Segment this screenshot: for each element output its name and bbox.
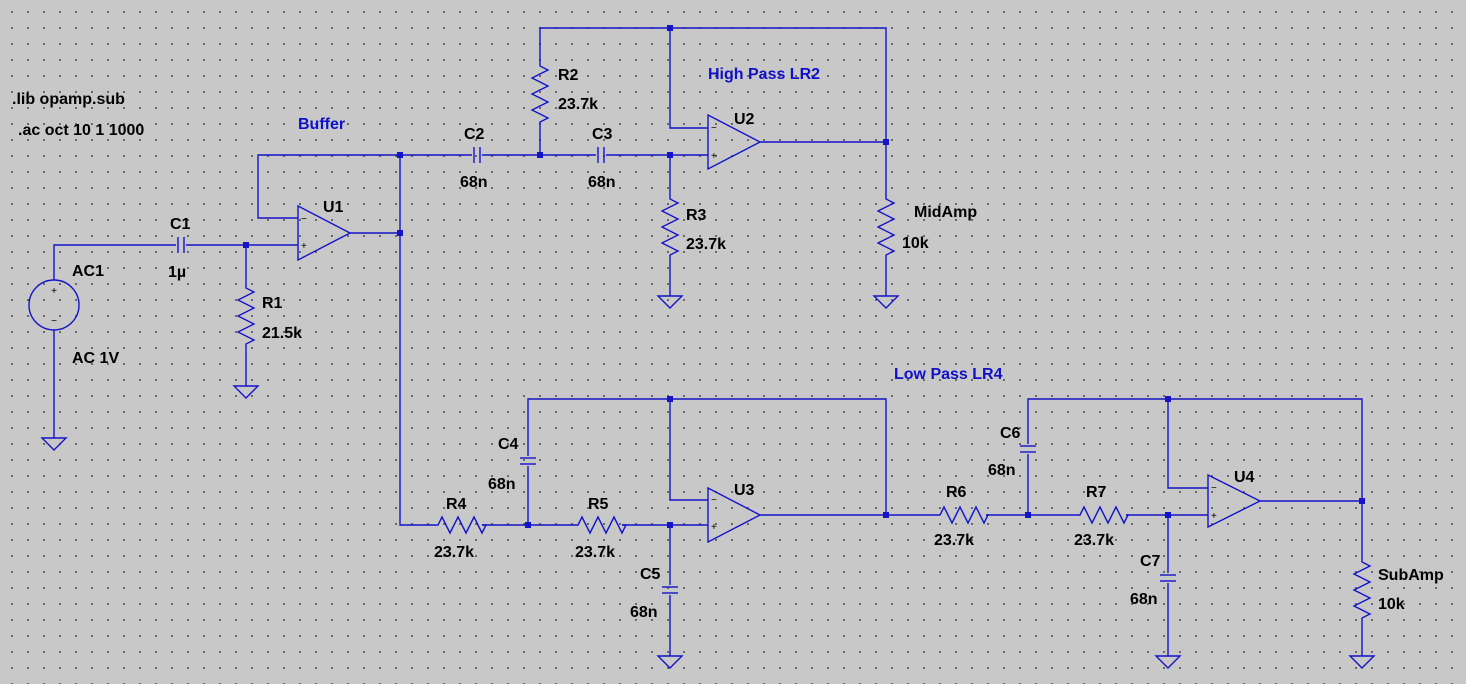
c6-name-label: C6 <box>1000 425 1021 442</box>
voltage-source-ac1[interactable]: + − <box>28 279 80 331</box>
source-plus-symbol: + <box>51 286 57 297</box>
resistor-r4[interactable] <box>432 515 488 535</box>
resistor-r3[interactable] <box>660 193 680 259</box>
opamp-u3[interactable]: − + <box>707 486 762 544</box>
ground-icon <box>872 295 900 309</box>
c3-name-label: C3 <box>592 126 613 143</box>
ground-icon <box>656 655 684 669</box>
u4-plus-symbol: + <box>1211 511 1217 522</box>
resistor-r5[interactable] <box>572 515 628 535</box>
capacitor-c7[interactable] <box>1160 574 1176 582</box>
midamp-value-label: 10k <box>902 235 929 252</box>
r3-value-label: 23.7k <box>686 236 726 253</box>
wires <box>53 27 1363 656</box>
ac1-value-label: AC 1V <box>72 350 119 367</box>
u3-name-label: U3 <box>734 482 755 499</box>
junctions <box>243 25 1365 528</box>
r4-name-label: R4 <box>446 496 467 513</box>
c3-value-label: 68n <box>588 174 616 191</box>
c6-value-label: 68n <box>988 462 1016 479</box>
opamp-u4[interactable]: − + <box>1207 473 1262 529</box>
ground-symbols <box>40 295 1376 669</box>
capacitor-c1[interactable] <box>177 237 185 253</box>
r2-name-label: R2 <box>558 67 579 84</box>
ground-icon <box>1348 655 1376 669</box>
u4-minus-symbol: − <box>1211 483 1217 494</box>
directive-ac[interactable]: .ac oct 10 1 1000 <box>18 122 144 139</box>
ground-icon <box>1154 655 1182 669</box>
opamp-u1[interactable]: − + <box>297 204 352 262</box>
resistor-r7[interactable] <box>1076 505 1130 525</box>
c4-name-label: C4 <box>498 436 519 453</box>
u2-plus-symbol: + <box>711 151 717 162</box>
comment-buffer[interactable]: Buffer <box>298 116 345 133</box>
r5-name-label: R5 <box>588 496 609 513</box>
u4-name-label: U4 <box>1234 469 1255 486</box>
u3-minus-symbol: − <box>711 495 717 506</box>
comment-high-pass[interactable]: High Pass LR2 <box>708 66 820 83</box>
subamp-name-label: SubAmp <box>1378 567 1444 584</box>
c1-value-label: 1µ <box>168 264 186 281</box>
subamp-value-label: 10k <box>1378 596 1405 613</box>
capacitor-c6[interactable] <box>1020 445 1036 453</box>
r6-value-label: 23.7k <box>934 532 974 549</box>
r1-value-label: 21.5k <box>262 325 302 342</box>
c5-name-label: C5 <box>640 566 661 583</box>
r5-value-label: 23.7k <box>575 544 615 561</box>
resistor-r2[interactable] <box>530 60 550 144</box>
midamp-name-label: MidAmp <box>914 204 977 221</box>
ac1-name-label: AC1 <box>72 263 104 280</box>
ground-icon <box>656 295 684 309</box>
c4-value-label: 68n <box>488 476 516 493</box>
directive-lib[interactable]: .lib opamp.sub <box>12 91 125 108</box>
comment-low-pass[interactable]: Low Pass LR4 <box>894 366 1003 383</box>
r7-value-label: 23.7k <box>1074 532 1114 549</box>
u3-plus-symbol: + <box>711 522 717 533</box>
c2-value-label: 68n <box>460 174 488 191</box>
resistor-r1[interactable] <box>236 282 256 348</box>
c7-value-label: 68n <box>1130 591 1158 608</box>
ground-icon <box>232 385 260 399</box>
capacitor-c5[interactable] <box>662 586 678 594</box>
ground-icon <box>40 437 68 451</box>
resistor-subamp[interactable] <box>1352 556 1372 622</box>
resistor-midamp[interactable] <box>876 193 896 259</box>
r3-name-label: R3 <box>686 207 707 224</box>
c7-name-label: C7 <box>1140 553 1161 570</box>
resistor-r6[interactable] <box>936 505 990 525</box>
r2-value-label: 23.7k <box>558 96 598 113</box>
u1-name-label: U1 <box>323 199 344 216</box>
capacitor-c2[interactable] <box>473 147 481 163</box>
r4-value-label: 23.7k <box>434 544 474 561</box>
c5-value-label: 68n <box>630 604 658 621</box>
opamp-u2[interactable]: − + <box>707 113 762 171</box>
c2-name-label: C2 <box>464 126 485 143</box>
u1-plus-symbol: + <box>301 241 307 252</box>
u2-name-label: U2 <box>734 111 755 128</box>
source-minus-symbol: − <box>51 316 57 327</box>
c1-name-label: C1 <box>170 216 191 233</box>
capacitor-c4[interactable] <box>520 457 536 465</box>
r1-name-label: R1 <box>262 295 283 312</box>
r7-name-label: R7 <box>1086 484 1107 501</box>
u2-minus-symbol: − <box>711 123 717 134</box>
r6-name-label: R6 <box>946 484 967 501</box>
capacitor-c3[interactable] <box>597 147 605 163</box>
u1-minus-symbol: − <box>301 214 307 225</box>
